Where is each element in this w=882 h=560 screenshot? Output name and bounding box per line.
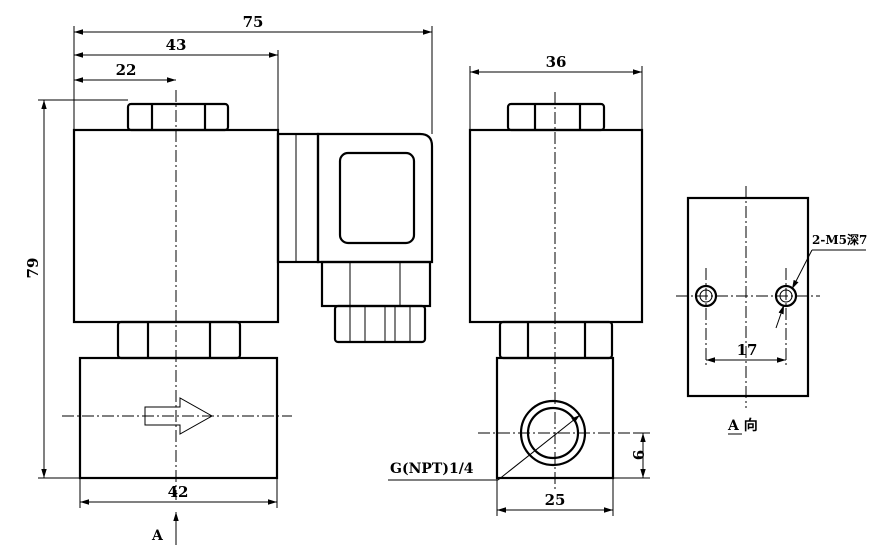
view-a-arrow-label: A xyxy=(151,528,164,544)
mount-hole-left xyxy=(694,284,718,308)
side-lower-nut xyxy=(498,320,614,360)
cable-gland xyxy=(320,260,432,308)
dim-22-label: 22 xyxy=(116,61,137,79)
connector-plate xyxy=(276,132,320,264)
side-top-nut xyxy=(506,102,606,132)
connector-window xyxy=(338,151,416,245)
mount-hole-right xyxy=(774,284,798,308)
front-view: A 75 43 22 79 42 xyxy=(24,13,434,545)
side-view: 36 25 9 G(NPT)1/4 xyxy=(388,53,650,516)
mounting-hole-label: 2-M5深7 xyxy=(812,232,867,247)
side-coil-body xyxy=(468,128,644,324)
gland-nut xyxy=(333,304,427,344)
connector-housing xyxy=(316,132,434,264)
view-a-body xyxy=(686,196,810,398)
lower-nut xyxy=(116,320,242,360)
dim-25-label: 25 xyxy=(545,491,566,509)
dim-9-label: 9 xyxy=(629,450,647,460)
flow-arrow xyxy=(144,397,214,435)
top-nut xyxy=(126,102,230,132)
view-a: 17 2-M5深7 A 向 xyxy=(676,186,867,435)
dim-75-label: 75 xyxy=(243,13,264,31)
view-a-title: A 向 xyxy=(727,417,758,434)
valve-body-front xyxy=(78,356,279,480)
dim-43-label: 43 xyxy=(166,36,187,54)
dim-42-label: 42 xyxy=(168,483,189,501)
dim-36-label: 36 xyxy=(546,53,567,71)
dim-79-label: 79 xyxy=(24,258,42,279)
dim-17-label: 17 xyxy=(737,341,758,359)
port-thread-label: G(NPT)1/4 xyxy=(390,461,474,477)
